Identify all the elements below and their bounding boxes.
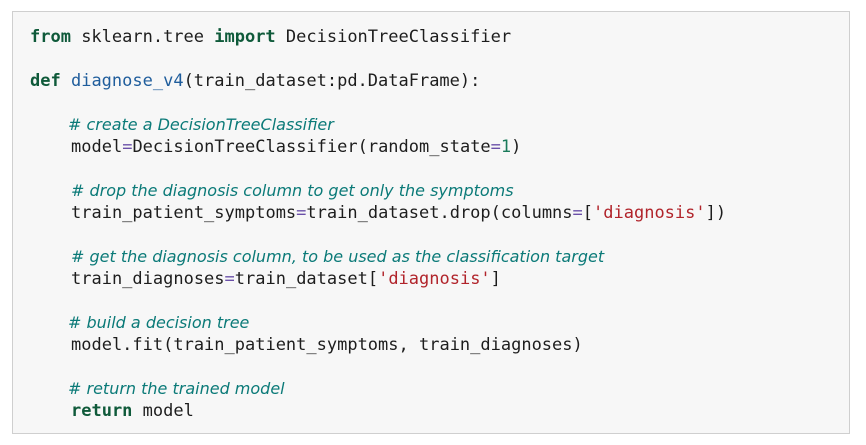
blank-line [30, 224, 849, 246]
return-value: model [132, 401, 194, 421]
keyword-from: from [30, 27, 71, 47]
function-params: (train_dataset:pd.DataFrame): [183, 71, 481, 91]
code-comment-3: # get the diagnosis column, to be used a… [30, 246, 849, 268]
function-name: diagnose_v4 [70, 71, 184, 91]
blank-line [30, 92, 849, 114]
keyword-import: import [214, 27, 276, 47]
import-name: DecisionTreeClassifier [275, 27, 512, 47]
symptoms-var: train_patient_symptoms [71, 203, 297, 223]
close-paren: ) [511, 137, 522, 157]
code-block: from sklearn.tree import DecisionTreeCla… [12, 11, 850, 434]
comment-text: # build a decision tree [68, 313, 250, 332]
import-module: sklearn.tree [70, 27, 215, 47]
model-var: model [71, 137, 123, 157]
code-line-import: from sklearn.tree import DecisionTreeCla… [30, 26, 849, 48]
blank-line [30, 356, 849, 378]
comment-text: # return the trained model [68, 379, 285, 398]
code-comment-1: # create a DecisionTreeClassifier [30, 114, 849, 136]
comment-text: # create a DecisionTreeClassifier [68, 115, 334, 134]
code-comment-4: # build a decision tree [30, 312, 849, 334]
open-bracket: [ [582, 203, 594, 223]
operator-eq: = [122, 137, 133, 157]
operator-eq: = [296, 203, 307, 223]
code-line-return: return model [30, 400, 849, 422]
operator-eq: = [224, 269, 235, 289]
operator-eq: = [572, 203, 583, 223]
comment-text: # get the diagnosis column, to be used a… [71, 247, 605, 266]
keyword-return: return [71, 401, 133, 421]
blank-line [30, 290, 849, 312]
comment-text: # drop the diagnosis column to get only … [71, 181, 514, 200]
code-line-drop: train_patient_symptoms=train_dataset.dro… [30, 202, 849, 224]
code-line-def: def diagnose_v4(train_dataset:pd.DataFra… [30, 70, 849, 92]
string-literal: 'diagnosis' [378, 269, 491, 289]
code-line-diagnoses: train_diagnoses=train_dataset['diagnosis… [30, 268, 849, 290]
index-expr: train_dataset[ [234, 269, 379, 289]
model-ctor: DecisionTreeClassifier(random_state [132, 137, 491, 157]
blank-line [30, 48, 849, 70]
diagnoses-var: train_diagnoses [71, 269, 225, 289]
close-bracket: ]) [705, 203, 727, 223]
operator-eq: = [490, 137, 501, 157]
code-comment-5: # return the trained model [30, 378, 849, 400]
code-comment-2: # drop the diagnosis column to get only … [30, 180, 849, 202]
blank-line [30, 158, 849, 180]
fit-call: model.fit(train_patient_symptoms, train_… [71, 335, 583, 355]
code-line-model: model=DecisionTreeClassifier(random_stat… [30, 136, 849, 158]
def-space [61, 71, 71, 91]
number-literal: 1 [500, 137, 512, 157]
code-line-fit: model.fit(train_patient_symptoms, train_… [30, 334, 849, 356]
string-literal: 'diagnosis' [593, 203, 706, 223]
keyword-def: def [30, 71, 61, 91]
close-bracket: ] [490, 269, 501, 289]
drop-call: train_dataset.drop(columns [306, 203, 573, 223]
